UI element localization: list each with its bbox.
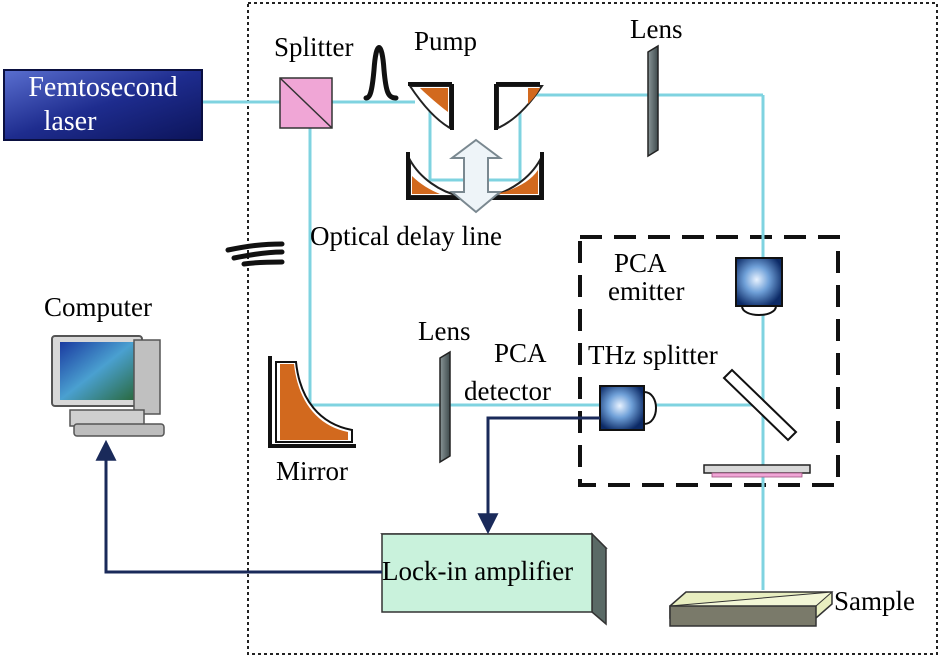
lock-in-amplifier-label: Lock-in amplifier — [382, 556, 573, 586]
splitter-label: Splitter — [274, 32, 354, 62]
probe-pulse-icon — [225, 241, 285, 267]
pca-detector — [599, 385, 657, 431]
lock-in-amplifier — [380, 532, 608, 626]
enclosure-dotted-border — [247, 2, 938, 655]
thz-splitter-label: THz splitter — [588, 340, 718, 370]
pca-emitter-label-line2: emitter — [608, 276, 684, 306]
lens-middle — [439, 350, 451, 464]
computer-icon — [51, 335, 165, 437]
thz-splitter — [722, 368, 798, 442]
signal-paths — [95, 416, 600, 574]
pca-detector-label-line2: detector — [464, 376, 551, 406]
pca-dashed-box — [578, 235, 840, 487]
femto-label-line1: Femtosecond — [28, 72, 177, 103]
sample-window-plate — [703, 464, 811, 478]
pca-detector-label-line1: PCA — [494, 338, 547, 368]
lens-middle-label: Lens — [418, 316, 470, 346]
femtosecond-laser: Femtosecond laser — [3, 69, 203, 141]
parabolic-mirror — [268, 356, 356, 448]
sample-block — [669, 591, 834, 627]
delay-mirror-top-right — [494, 82, 544, 130]
pca-emitter — [735, 257, 783, 316]
computer-label: Computer — [44, 292, 152, 322]
pump-label: Pump — [414, 26, 477, 56]
lens-top-label: Lens — [630, 14, 682, 44]
pump-pulse-icon — [363, 45, 399, 101]
optical-delay-line-label: Optical delay line — [310, 221, 502, 251]
mirror-label: Mirror — [276, 456, 348, 486]
lens-top — [647, 44, 659, 158]
femto-label-line2: laser — [44, 106, 98, 137]
delay-mirror-top-left — [408, 82, 454, 130]
delay-double-arrow — [449, 138, 503, 214]
beam-splitter-cube — [279, 77, 333, 129]
sample-label: Sample — [834, 586, 915, 616]
pca-emitter-label-line1: PCA — [614, 248, 667, 278]
